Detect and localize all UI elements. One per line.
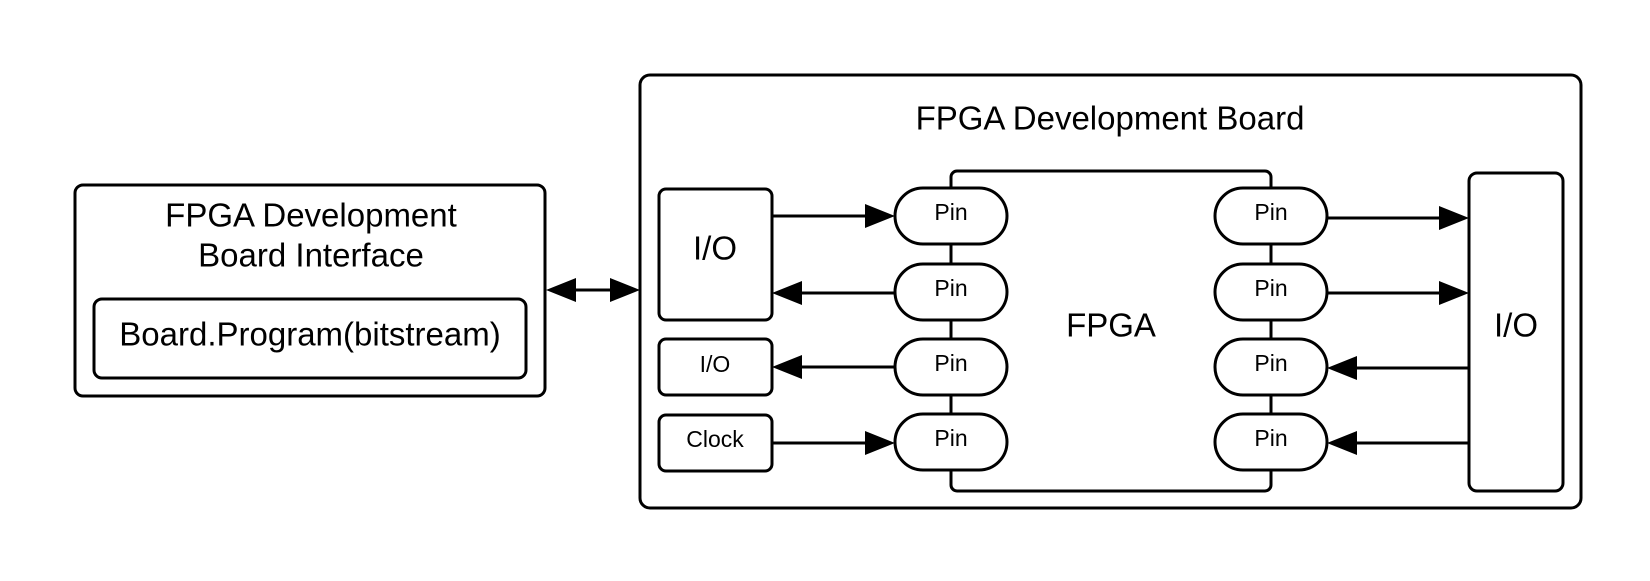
left-pin-2-label: Pin xyxy=(934,275,967,301)
program-method-box xyxy=(92,297,528,380)
arrow-pin2-to-io-right-head xyxy=(1439,281,1469,305)
right-pin-4 xyxy=(1213,412,1329,472)
board-title: FPGA Development Board xyxy=(916,100,1305,137)
interface-board-connection xyxy=(546,278,640,302)
left-io-small-label: I/O xyxy=(700,351,731,377)
arrow-pin2-to-io-head xyxy=(772,281,802,305)
arrow-pin1-to-io-head xyxy=(1439,206,1469,230)
left-pin-4-label: Pin xyxy=(934,425,967,451)
right-arrows xyxy=(1327,206,1469,455)
left-io-top xyxy=(657,187,774,322)
interface-title-line1: FPGA Development xyxy=(165,197,457,234)
right-io-label: I/O xyxy=(1494,307,1538,344)
arrow-io-to-pin3-head xyxy=(1327,356,1357,380)
right-pin-1 xyxy=(1213,186,1329,246)
program-method-label: Board.Program(bitstream) xyxy=(119,316,500,353)
right-io xyxy=(1467,171,1565,493)
right-pins: Pin Pin Pin Pin xyxy=(1213,186,1329,472)
left-io-top-label: I/O xyxy=(693,230,737,267)
fpga-chip xyxy=(949,169,1273,493)
arrow-clock-to-pin4-head xyxy=(865,431,895,455)
clock-label: Clock xyxy=(686,426,744,452)
left-arrows xyxy=(772,204,895,455)
arrow-pin3-to-io-head xyxy=(772,355,802,379)
left-pin-4 xyxy=(893,412,1009,472)
right-pin-2-label: Pin xyxy=(1254,275,1287,301)
interface-title-line2: Board Interface xyxy=(198,237,424,274)
arrow-io-to-pin4-head xyxy=(1327,431,1357,455)
arrow-io-to-pin1-head xyxy=(865,204,895,228)
fpga-label: FPGA xyxy=(1066,307,1156,344)
interface-panel: FPGA Development Board Interface Board.P… xyxy=(73,183,547,398)
connection-arrowhead-left xyxy=(546,278,576,302)
right-pin-3 xyxy=(1213,337,1329,397)
left-pin-3-label: Pin xyxy=(934,350,967,376)
connection-arrowhead-right xyxy=(610,278,640,302)
right-pin-3-label: Pin xyxy=(1254,350,1287,376)
fpga-board: FPGA Development Board FPGA I/O I/O Cloc… xyxy=(638,73,1583,510)
right-pin-4-label: Pin xyxy=(1254,425,1287,451)
left-pin-1-label: Pin xyxy=(934,199,967,225)
right-pin-1-label: Pin xyxy=(1254,199,1287,225)
